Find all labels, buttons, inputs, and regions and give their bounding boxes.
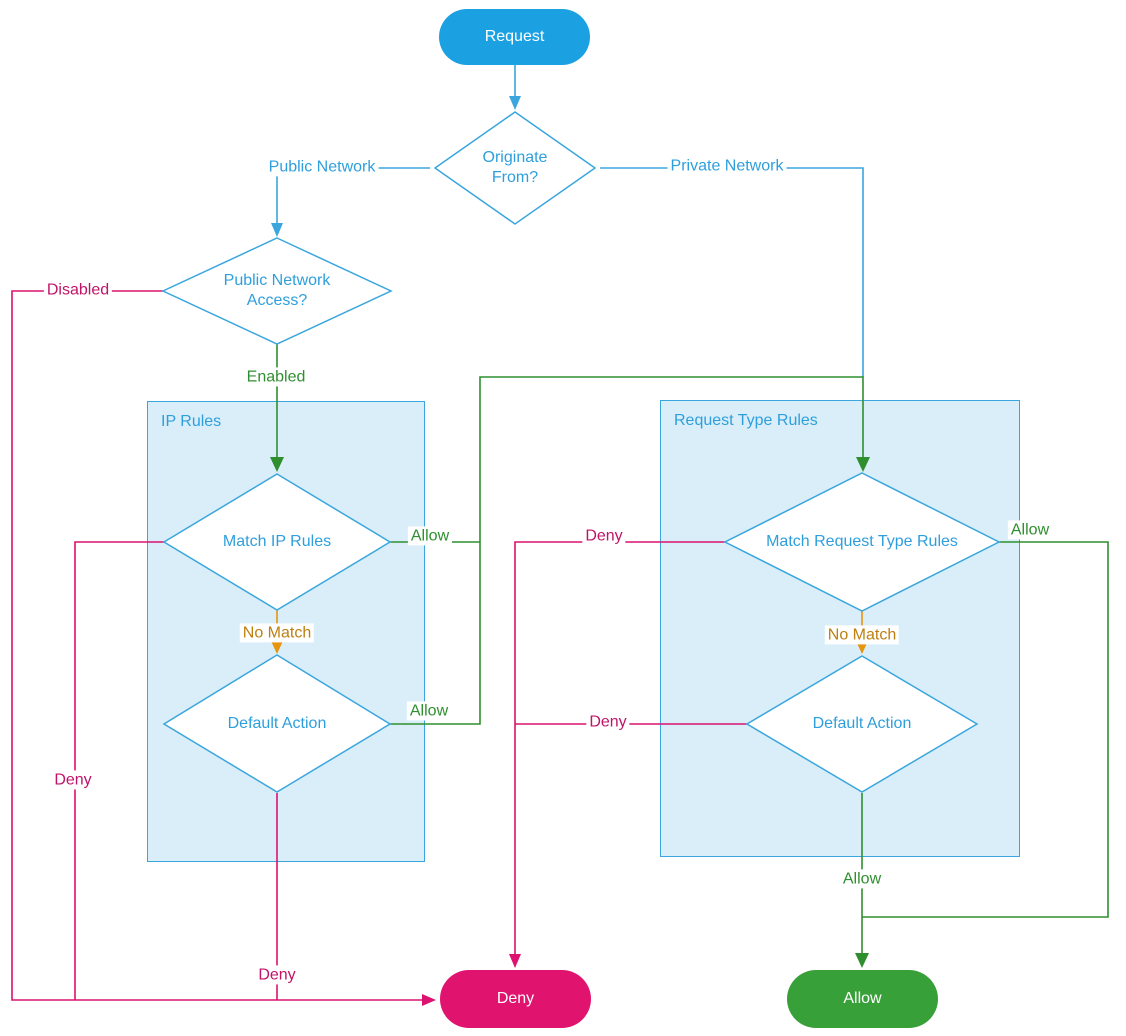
arrowhead-into-public-network-access-icon: [271, 223, 283, 237]
arrowhead-into-originate-icon: [509, 96, 521, 110]
deny-node-label: Deny: [496, 990, 535, 1007]
edge-label-enabled: Enabled: [243, 367, 309, 387]
edge-label-no-match-ip: No Match: [239, 623, 315, 643]
decision-public-network-access-label: Public Network Access?: [223, 272, 331, 309]
arrowhead-into-allow-top-icon: [855, 953, 869, 968]
decision-default-action-rt-shape: [745, 655, 979, 793]
edge-label-allow-ip-match: Allow: [407, 526, 453, 546]
decision-match-request-type-rules-shape: [723, 472, 1001, 612]
edge-label-deny-ip-match: Deny: [51, 770, 95, 790]
request-type-rules-container-title: Request Type Rules: [674, 412, 818, 429]
arrowhead-into-deny-left-icon: [422, 994, 436, 1006]
edge-allow-ip-default-to-request-type: [390, 376, 864, 725]
request-node: Request: [439, 9, 590, 65]
edge-deny-ip-match: [74, 541, 164, 1000]
decision-default-action-ip-label: Default Action: [227, 715, 327, 732]
edge-label-allow-ip-default: Allow: [406, 701, 452, 721]
edge-label-deny-ip-default: Deny: [255, 965, 299, 985]
ip-rules-container-title: IP Rules: [161, 413, 222, 430]
edge-label-no-match-rt: No Match: [824, 625, 900, 645]
decision-public-network-access-shape: [161, 237, 393, 345]
arrowhead-into-default-action-ip-icon: [271, 641, 283, 654]
edge-label-public-network: Public Network: [265, 157, 379, 177]
edge-label-allow-rt-default: Allow: [839, 869, 885, 889]
decision-default-action-rt-label: Default Action: [812, 715, 912, 732]
arrowhead-into-match-ip-rules-icon: [270, 457, 284, 472]
decision-originate-from-shape: [433, 111, 597, 225]
arrowhead-into-match-request-type-rules-icon: [856, 457, 870, 472]
edge-deny-rt-match-to-deny: [514, 541, 725, 955]
allow-node-label: Allow: [843, 990, 882, 1007]
decision-match-request-type-rules-label: Match Request Type Rules: [766, 533, 958, 550]
allow-node: Allow: [787, 970, 938, 1028]
decision-match-ip-rules-label: Match IP Rules: [222, 533, 332, 550]
arrowhead-into-deny-top-icon: [509, 954, 521, 968]
edge-label-allow-rt-match: Allow: [1007, 520, 1053, 540]
decision-default-action-ip-shape: [162, 654, 392, 793]
edge-label-private-network: Private Network: [667, 156, 787, 176]
request-type-rules-container: Request Type Rules: [660, 400, 1020, 857]
deny-node: Deny: [440, 970, 591, 1028]
request-node-label: Request: [484, 28, 545, 45]
decision-match-ip-rules-shape: [162, 473, 392, 611]
edge-label-deny-rt-default: Deny: [586, 712, 630, 732]
edge-label-disabled: Disabled: [43, 280, 113, 300]
edge-disabled-to-deny: [11, 290, 423, 1001]
decision-originate-from-label: Originate From?: [482, 149, 548, 186]
edge-private-network: [600, 167, 864, 377]
edge-label-deny-rt-match: Deny: [582, 526, 626, 546]
edge-allow-rt-match: [862, 541, 1109, 918]
